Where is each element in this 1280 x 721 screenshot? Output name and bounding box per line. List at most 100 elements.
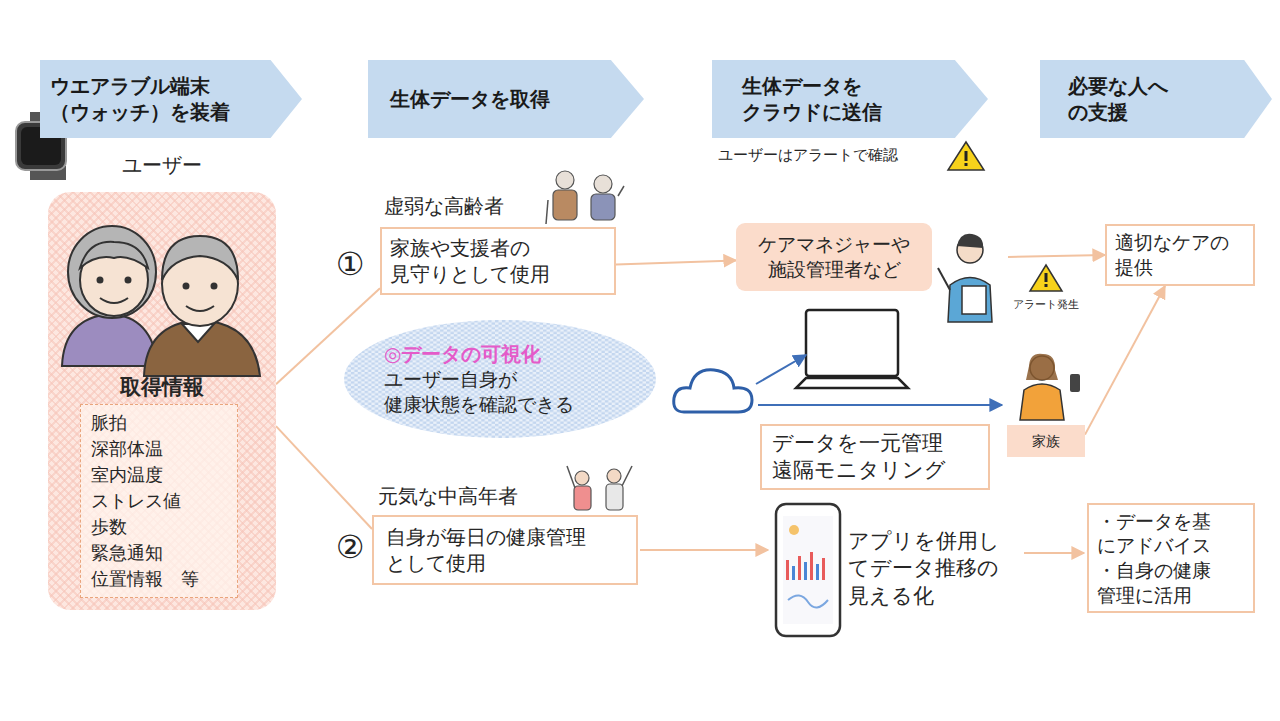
smartphone-icon [810, 552, 813, 580]
step-chevron-shape [40, 60, 302, 138]
care-manager-figure [948, 278, 992, 323]
user-panel: ユーザー取得情報脈拍 深部体温 室内温度 ストレス値 歩数 緊急通知 位置情報 … [48, 192, 276, 610]
figure-part [98, 278, 103, 283]
elderly-figures [594, 175, 612, 193]
exercise-figures [622, 466, 632, 486]
connector [1008, 255, 1105, 257]
warning-icon [1030, 265, 1062, 291]
node-text: データを一元管理 遠隔モニタリング [772, 430, 978, 485]
exercise-figures [607, 469, 621, 483]
figure-part [80, 242, 148, 268]
data-flow-arrow [756, 355, 1002, 405]
figure-part [62, 314, 158, 366]
care-manager-figure [962, 286, 986, 314]
smartphone-icon [816, 564, 819, 580]
smartphone-icon [786, 560, 789, 580]
smartphone-icon [788, 595, 828, 607]
family-figure [1070, 374, 1080, 392]
note-label: アプリを併用し てデータ推移の 見える化 [848, 528, 1022, 610]
smartphone-icon [792, 566, 795, 580]
data-flow-arrow [758, 404, 1002, 406]
care-manager-figure [938, 268, 950, 290]
elderly-figures [618, 186, 624, 196]
warning-icon [965, 163, 968, 166]
figure-part [68, 226, 156, 318]
advice-box: ・データを基 にアドバイス・自身の健康 管理に活用 [1087, 503, 1255, 613]
connector [616, 260, 736, 264]
usage-box: 虚弱な高齢者家族や支援者の 見守りとして使用 [380, 227, 616, 295]
node-text: 必要な人へ の支援 [1068, 73, 1238, 125]
laptop-icon [796, 378, 908, 388]
elderly-figures [591, 194, 615, 220]
usage-box: 元気な中高年者自身が毎日の健康管理 として使用 [372, 515, 638, 585]
node-heading: 元気な中高年者 [378, 483, 518, 509]
exercise-figures [574, 486, 591, 510]
warning-icon [948, 142, 984, 170]
warning-icon [965, 151, 968, 161]
node-text: 生体データを クラウドに送信 [742, 73, 954, 125]
smartphone-icon [798, 556, 801, 580]
elderly-figures [546, 200, 548, 224]
info-list-box: 脈拍 深部体温 室内温度 ストレス値 歩数 緊急通知 位置情報 等 [80, 404, 238, 598]
step-chevron: 生体データを取得 [368, 60, 644, 138]
flow-line [1024, 552, 1084, 554]
chevron-outline [368, 60, 644, 138]
warning-icon [1045, 284, 1048, 287]
care-manager-figure [938, 234, 992, 322]
smartphone-icon [789, 525, 799, 535]
node-text: 生体データを取得 [390, 86, 610, 112]
laptop-icon [796, 310, 908, 388]
node-heading: ユーザー [48, 152, 276, 178]
node-heading: 虚弱な高齢者 [384, 193, 504, 219]
exercise-figures [567, 466, 632, 510]
callout-number: ① [328, 244, 372, 286]
note-label: ユーザーはアラートで確認 [718, 146, 948, 166]
step-chevron: 必要な人へ の支援 [1040, 60, 1272, 138]
figure-part [162, 236, 238, 280]
node-text: 適切なケアの 提供 [1115, 230, 1245, 279]
exercise-figures [567, 466, 575, 488]
connector [1085, 286, 1165, 435]
node-heading: ・データを基 にアドバイス [1097, 509, 1245, 558]
step-chevron: ウエアラブル端末 （ウォッチ）を装着 [40, 60, 302, 138]
care-manager-box: ケアマネジャーや 施設管理者など [736, 223, 932, 291]
elderly-figures [553, 190, 577, 220]
smartphone-icon [776, 504, 840, 636]
step-chevron-shape [1040, 60, 1272, 138]
warning-icon [948, 142, 984, 170]
figure-part [144, 320, 260, 376]
node-heading: ◎データの可視化 [384, 341, 616, 367]
family-figure [1026, 354, 1058, 380]
node-text: ウエアラブル端末 （ウォッチ）を装着 [50, 73, 268, 125]
figure-part [184, 284, 189, 289]
figure-part [186, 306, 214, 311]
smartphone-icon [822, 558, 825, 580]
node-text: ・自身の健康 管理に活用 [1097, 558, 1245, 607]
care-box: 適切なケアの 提供 [1105, 224, 1255, 286]
note-label: アラート発生 [1004, 298, 1088, 312]
callout-number: ② [328, 527, 372, 569]
elderly-figures [556, 171, 574, 189]
care-manager-figure [957, 234, 983, 248]
figure-part [212, 284, 217, 289]
figure-part [100, 298, 128, 303]
smartphone-icon [776, 504, 840, 636]
cloud-icon [674, 370, 752, 412]
flow-line [640, 549, 768, 551]
node-text: 家族 [1009, 432, 1083, 450]
node-text: ユーザー自身が 健康状態を確認できる [384, 367, 616, 416]
node-text: 取得情報 [48, 374, 276, 401]
node-text: 自身が毎日の健康管理 として使用 [386, 524, 624, 576]
ellipse-outline [344, 320, 656, 438]
step-chevron: 生体データを クラウドに送信 [712, 60, 988, 138]
family-tag: 家族 [1007, 425, 1085, 457]
family-figure [1020, 354, 1080, 420]
laptop-icon [806, 310, 898, 376]
data-management-box: データを一元管理 遠隔モニタリング [760, 424, 990, 490]
family-figure [1020, 384, 1064, 420]
elderly-couple-illustration [48, 206, 276, 386]
warning-icon [1045, 273, 1048, 282]
exercise-figures [606, 484, 623, 510]
chevron-outline [1040, 60, 1272, 138]
